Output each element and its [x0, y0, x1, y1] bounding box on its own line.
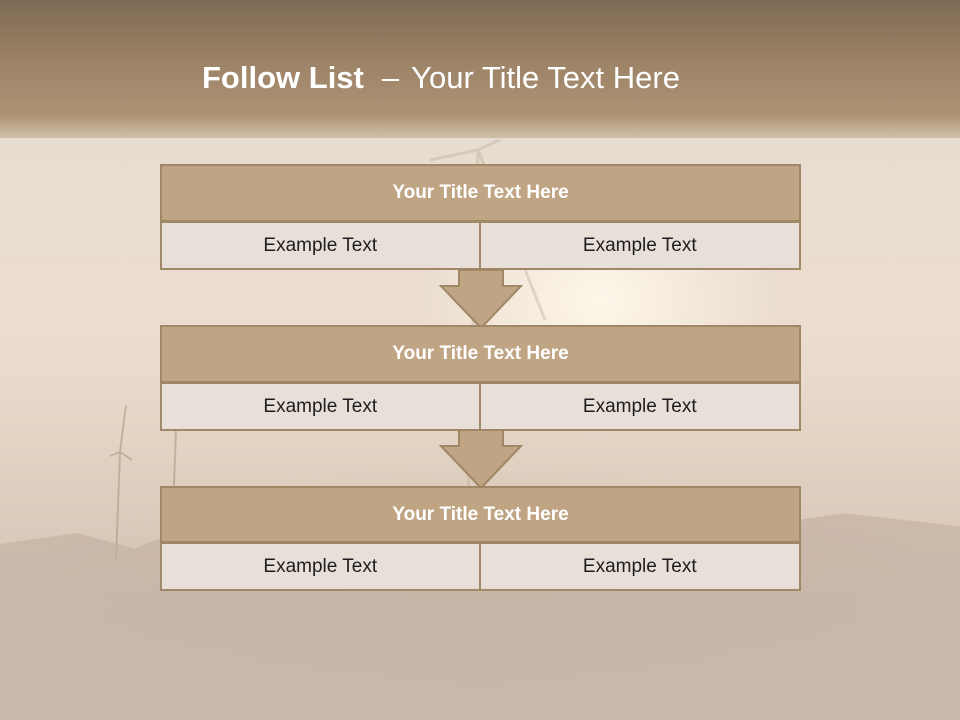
slide-title-rest: Your Title Text Here: [411, 60, 680, 95]
down-arrow-1: [438, 269, 524, 330]
step-block-2: Your Title Text Here Example Text Exampl…: [160, 325, 801, 431]
step-row: Example Text Example Text: [160, 221, 801, 270]
slide-title-separator: –: [381, 60, 400, 95]
step-cell-right: Example Text: [478, 382, 801, 431]
slide-title: Follow List–Your Title Text Here: [202, 56, 680, 100]
step-row: Example Text Example Text: [160, 382, 801, 431]
slide-title-bold: Follow List: [202, 60, 364, 95]
step-cell-left: Example Text: [160, 542, 481, 591]
title-band: [0, 0, 960, 138]
step-cell-left: Example Text: [160, 221, 481, 270]
step-block-1: Your Title Text Here Example Text Exampl…: [160, 164, 801, 270]
down-arrow-2: [438, 429, 524, 490]
step-title: Your Title Text Here: [160, 486, 801, 543]
step-title: Your Title Text Here: [160, 164, 801, 222]
step-title: Your Title Text Here: [160, 325, 801, 383]
step-row: Example Text Example Text: [160, 542, 801, 591]
step-cell-right: Example Text: [478, 542, 801, 591]
step-cell-left: Example Text: [160, 382, 481, 431]
step-block-3: Your Title Text Here Example Text Exampl…: [160, 486, 801, 591]
step-cell-right: Example Text: [478, 221, 801, 270]
